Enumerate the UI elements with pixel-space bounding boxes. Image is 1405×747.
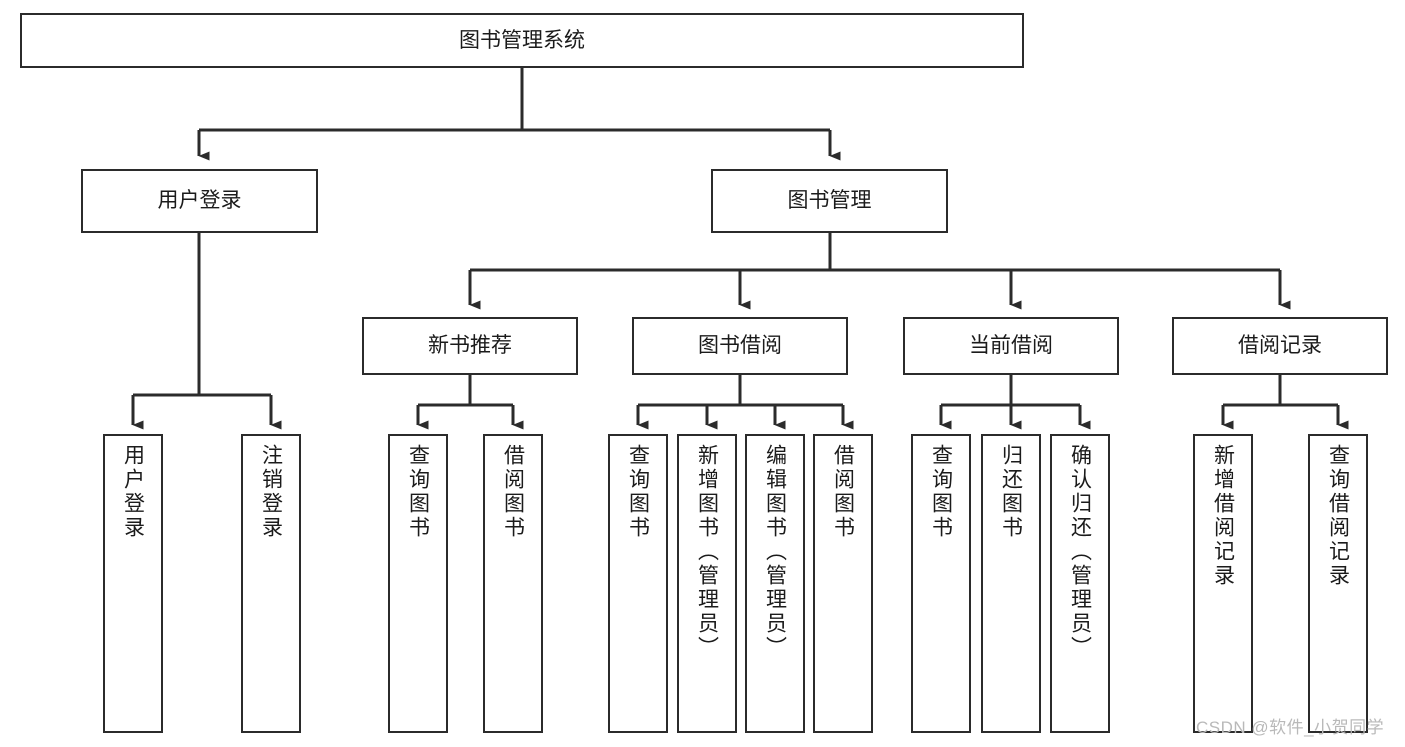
node-label: 新增借阅记录 xyxy=(1211,444,1235,588)
node-label: 图书管理系统 xyxy=(459,28,585,52)
csdn-watermark: CSDN @软件_小贺同学 xyxy=(1196,718,1385,737)
node-label: 借阅记录 xyxy=(1238,334,1322,358)
node-label: 当前借阅 xyxy=(969,334,1053,358)
node-new-book-recommendation[interactable]: 新书推荐 xyxy=(362,317,578,375)
node-book-management[interactable]: 图书管理 xyxy=(711,169,948,233)
node-book-borrow[interactable]: 图书借阅 xyxy=(632,317,848,375)
node-label: 查询借阅记录 xyxy=(1326,444,1350,588)
node-label: 编辑图书（管理员） xyxy=(763,444,787,660)
node-label: 归还图书 xyxy=(999,444,1023,540)
node-label: 借阅图书 xyxy=(831,444,855,540)
node-label: 新增图书（管理员） xyxy=(695,444,719,660)
node-leaf-query-record[interactable]: 查询借阅记录 xyxy=(1308,434,1368,733)
node-root-book-management-system[interactable]: 图书管理系统 xyxy=(20,13,1024,68)
node-leaf-add-book[interactable]: 新增图书（管理员） xyxy=(677,434,737,733)
node-current-borrow[interactable]: 当前借阅 xyxy=(903,317,1119,375)
node-user-login[interactable]: 用户登录 xyxy=(81,169,318,233)
node-leaf-query-book-3[interactable]: 查询图书 xyxy=(911,434,971,733)
node-leaf-return-book[interactable]: 归还图书 xyxy=(981,434,1041,733)
node-leaf-add-record[interactable]: 新增借阅记录 xyxy=(1193,434,1253,733)
node-label: 图书管理 xyxy=(787,189,872,213)
node-leaf-confirm-return[interactable]: 确认归还（管理员） xyxy=(1050,434,1110,733)
node-label: 借阅图书 xyxy=(501,444,525,540)
node-leaf-logout[interactable]: 注销登录 xyxy=(241,434,301,733)
node-leaf-borrow-book-1[interactable]: 借阅图书 xyxy=(483,434,543,733)
node-label: 新书推荐 xyxy=(428,334,512,358)
node-leaf-borrow-book-2[interactable]: 借阅图书 xyxy=(813,434,873,733)
node-label: 用户登录 xyxy=(157,189,242,213)
node-leaf-query-book-1[interactable]: 查询图书 xyxy=(388,434,448,733)
node-label: 查询图书 xyxy=(406,444,430,540)
node-leaf-user-login[interactable]: 用户登录 xyxy=(103,434,163,733)
node-leaf-query-book-2[interactable]: 查询图书 xyxy=(608,434,668,733)
node-label: 查询图书 xyxy=(626,444,650,540)
node-label: 查询图书 xyxy=(929,444,953,540)
node-leaf-edit-book[interactable]: 编辑图书（管理员） xyxy=(745,434,805,733)
node-borrow-record[interactable]: 借阅记录 xyxy=(1172,317,1388,375)
node-label: 注销登录 xyxy=(259,444,283,540)
node-label: 图书借阅 xyxy=(698,334,782,358)
node-label: 用户登录 xyxy=(121,444,145,540)
node-label: 确认归还（管理员） xyxy=(1068,444,1092,660)
